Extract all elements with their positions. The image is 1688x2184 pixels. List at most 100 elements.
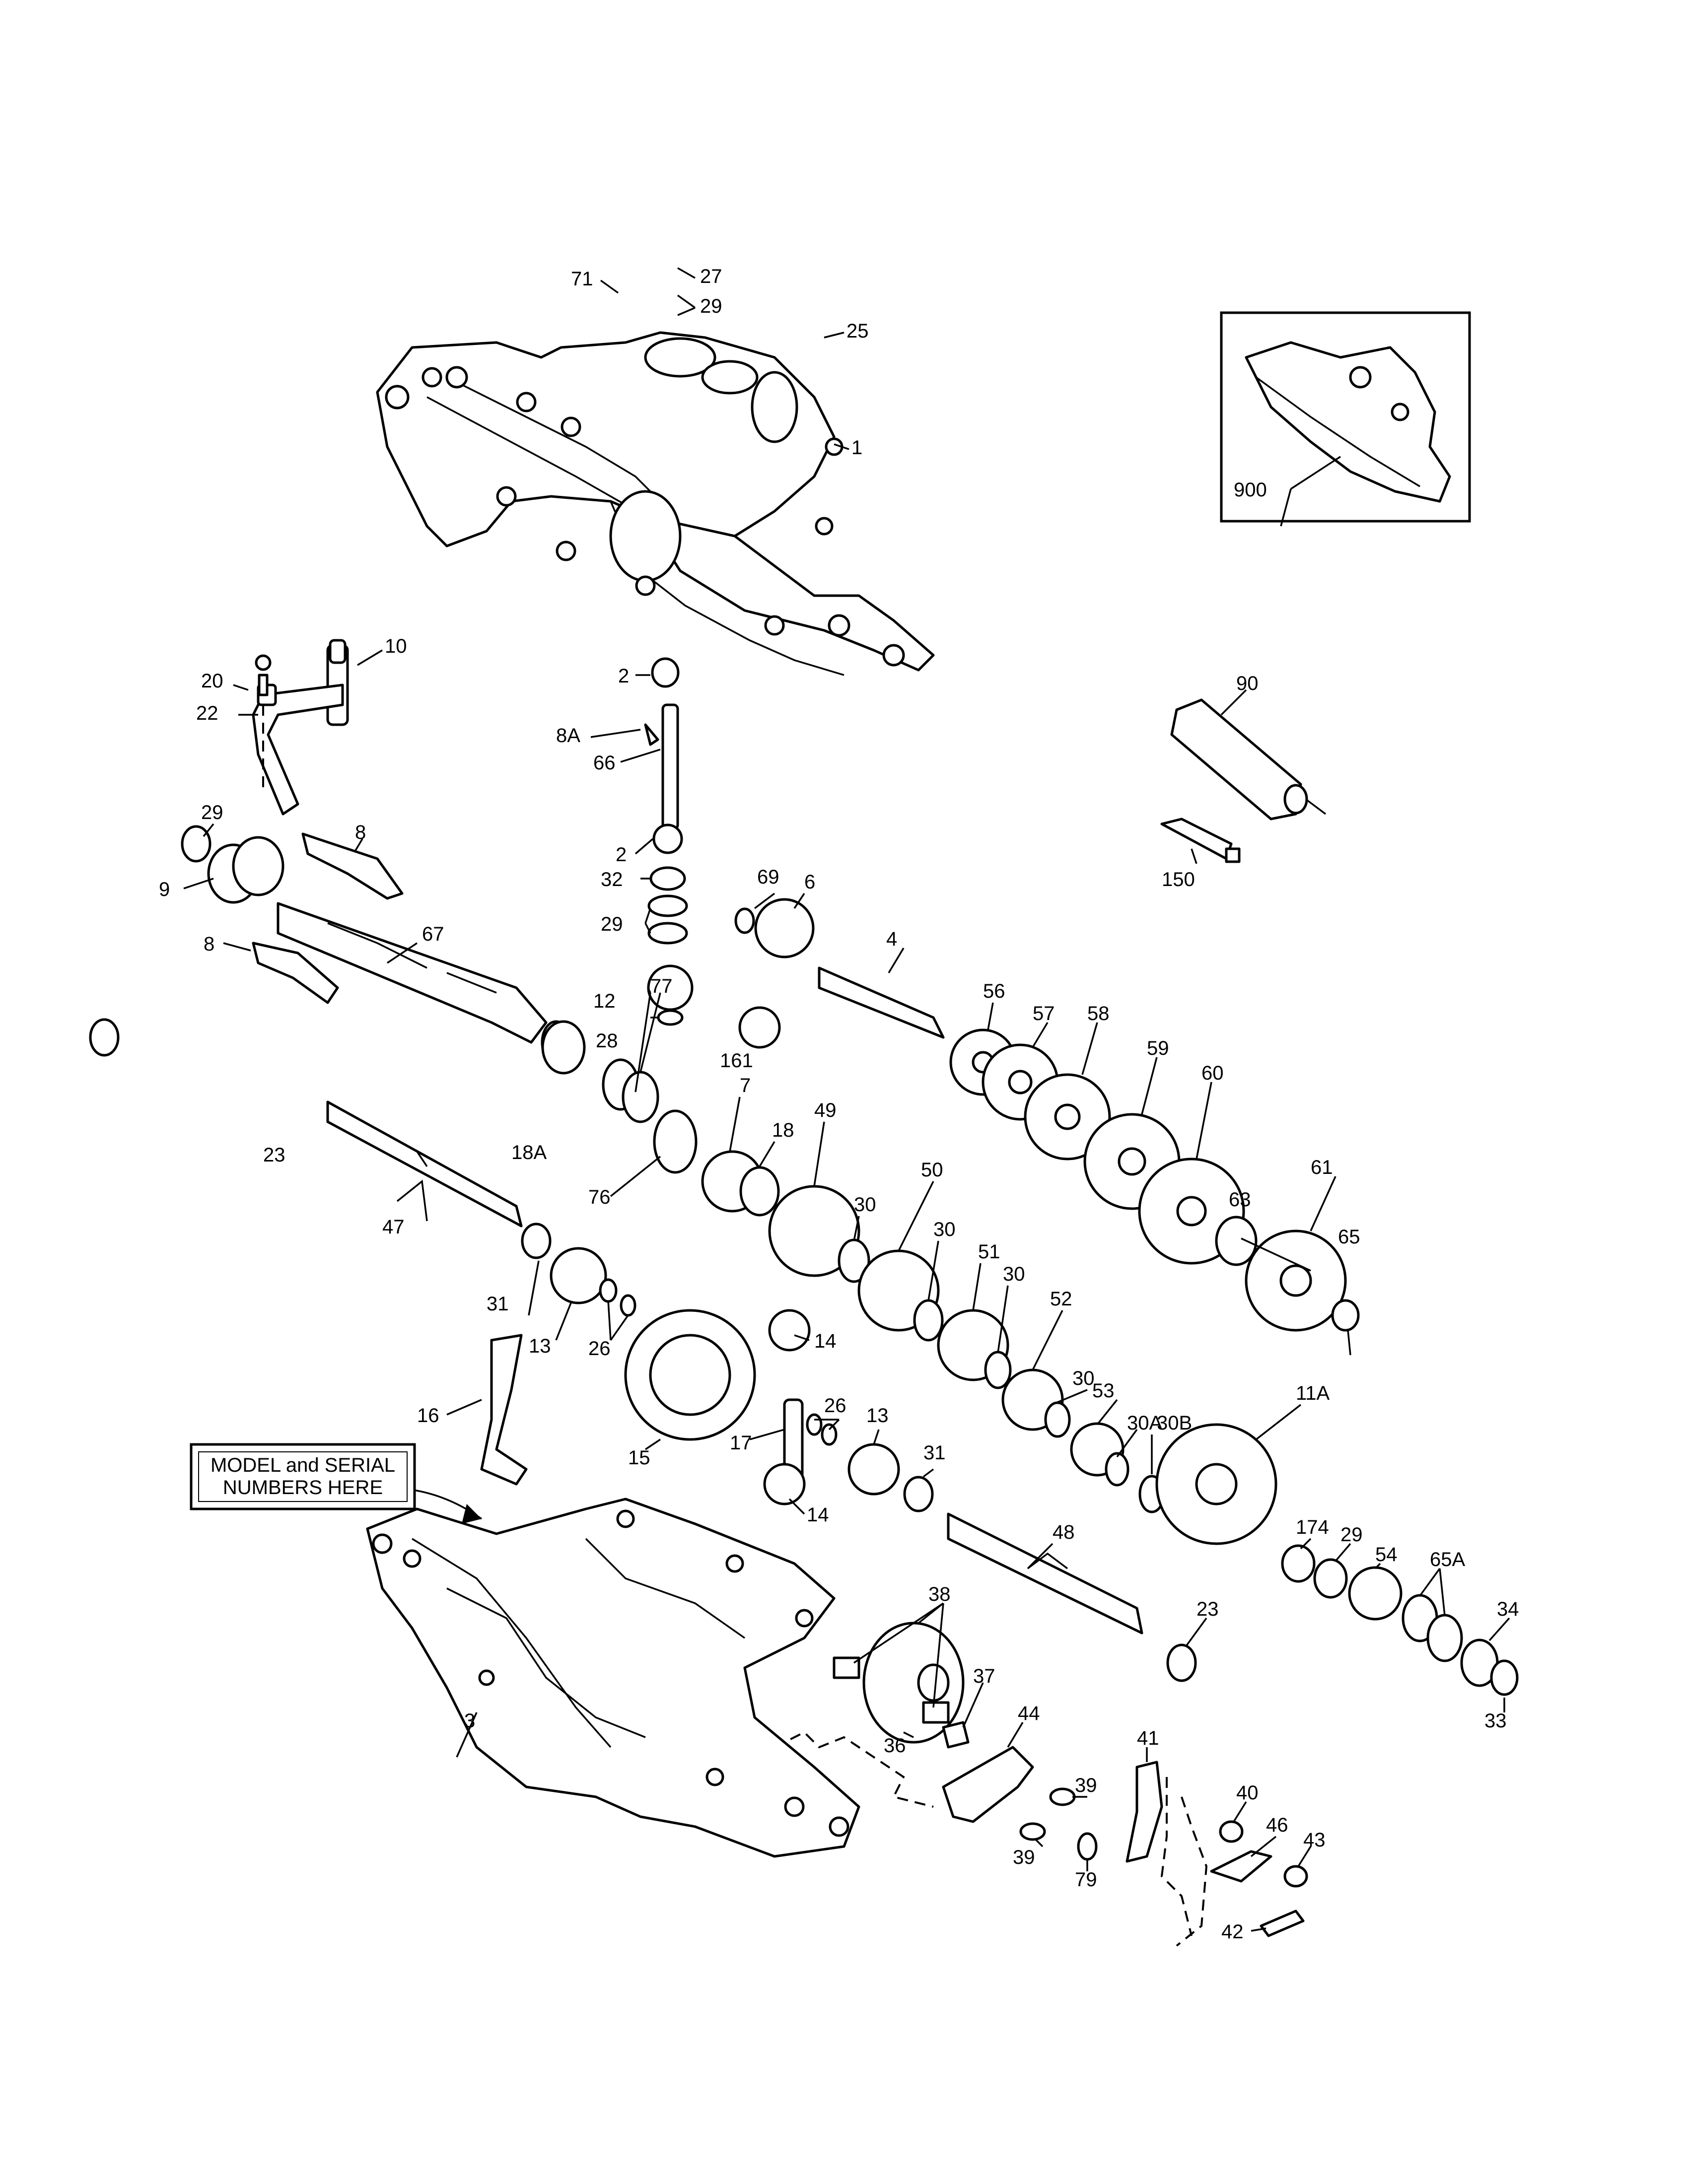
callout-17: 17 [730,1432,752,1454]
callout-65A: 65A [1430,1549,1465,1570]
callout-49: 49 [814,1099,837,1121]
callout-13-center: 13 [866,1405,889,1427]
callout-23-right: 23 [1196,1598,1219,1620]
callout-20: 20 [201,670,223,692]
callout-11A: 11A [1296,1382,1330,1404]
callout-66: 66 [593,752,616,774]
callout-25: 25 [846,320,869,342]
callout-57: 57 [1033,1003,1055,1024]
callout-7: 7 [740,1075,751,1096]
callout-26-center: 26 [824,1395,846,1417]
callout-52: 52 [1050,1288,1072,1310]
callout-30B: 30B [1157,1412,1192,1434]
callout-31-left: 31 [487,1293,509,1315]
callout-174: 174 [1296,1516,1329,1538]
callout-30-4: 30 [1072,1367,1095,1389]
callout-39-upper: 39 [1075,1774,1097,1796]
callout-28: 28 [596,1030,618,1052]
output-shaft-assembly [947,1423,1519,1696]
callout-16: 16 [417,1405,439,1427]
callout-67: 67 [422,923,444,945]
callout-59: 59 [1147,1037,1169,1059]
callout-8-upper: 8 [355,821,366,843]
gear-58 [1024,1073,1111,1160]
callout-18: 18 [772,1119,794,1141]
callout-42: 42 [1221,1921,1244,1943]
callout-161: 161 [720,1050,753,1072]
callout-15: 15 [628,1447,650,1469]
callout-38: 38 [928,1583,951,1605]
upper-housing [376,331,935,676]
callout-77: 77 [650,975,673,997]
callout-63: 63 [1229,1189,1251,1211]
assembly-inset [1220,311,1471,523]
brake-assembly [774,1622,1308,1947]
callout-labels: 71 27 29 25 1 900 10 20 22 2 8A 66 90 15… [159,266,1519,1943]
sealant-tubes [1160,698,1327,863]
callout-39-lower: 39 [1013,1846,1035,1868]
callout-30-2: 30 [933,1219,956,1240]
leader-lines [183,267,1510,1932]
callout-53: 53 [1092,1380,1115,1402]
callout-8-lower: 8 [204,933,214,955]
callout-32: 32 [601,869,623,890]
callout-65: 65 [1338,1226,1360,1248]
bevel-gear-11A [1155,1423,1277,1545]
ring-gear-15 [624,1309,756,1441]
callout-69: 69 [757,866,779,888]
callout-76: 76 [588,1186,611,1208]
callout-43: 43 [1303,1829,1326,1851]
callout-31-center: 31 [923,1442,946,1464]
center-shaft-stack [644,657,815,1049]
callout-8A: 8A [556,725,580,747]
callout-3: 3 [464,1710,475,1732]
callout-22: 22 [196,702,218,724]
callout-2-top: 2 [618,665,629,687]
callout-150: 150 [1162,869,1195,890]
callout-34: 34 [1497,1598,1519,1620]
callout-58: 58 [1087,1003,1110,1024]
callout-27: 27 [700,266,722,287]
callout-30-3: 30 [1003,1263,1025,1285]
callout-4: 4 [886,928,897,950]
callout-37: 37 [973,1665,995,1687]
callout-90: 90 [1236,673,1259,694]
callout-61: 61 [1311,1157,1333,1178]
callout-14-upper: 14 [814,1330,837,1352]
callout-29: 29 [700,295,722,317]
callout-30-1: 30 [854,1194,876,1216]
callout-30A: 30A [1127,1412,1162,1434]
callout-71: 71 [571,268,593,290]
callout-46: 46 [1266,1814,1288,1836]
gear-61 [1245,1229,1347,1332]
callout-10: 10 [385,635,407,657]
callout-51: 51 [978,1241,1000,1263]
callout-12: 12 [593,990,616,1012]
callout-33: 33 [1484,1710,1507,1732]
callout-900: 900 [1234,479,1267,501]
callout-36: 36 [884,1735,906,1757]
lower-housing [366,1498,860,1858]
callout-60: 60 [1201,1062,1224,1084]
countershaft-gear-stack [818,966,1360,1332]
callout-29-right: 29 [1340,1524,1363,1546]
callout-9: 9 [159,879,170,900]
callout-6: 6 [804,871,815,893]
model-serial-note: MODEL and SERIAL NUMBERS HERE [190,1443,416,1510]
callout-14-lower: 14 [807,1504,829,1526]
callout-41: 41 [1137,1727,1159,1749]
callout-44: 44 [1018,1703,1040,1724]
callout-79: 79 [1075,1869,1097,1891]
callout-18A: 18A [511,1142,547,1163]
model-note-line1: MODEL and SERIAL [211,1454,395,1476]
callout-26-left: 26 [588,1338,611,1360]
callout-40: 40 [1236,1782,1259,1804]
callout-50: 50 [921,1159,943,1181]
callout-2-mid: 2 [616,844,627,866]
callout-47: 47 [382,1216,405,1238]
callout-56: 56 [983,980,1005,1002]
shift-assembly [181,639,571,1065]
callout-13-left: 13 [529,1335,551,1357]
callout-1: 1 [851,437,862,459]
